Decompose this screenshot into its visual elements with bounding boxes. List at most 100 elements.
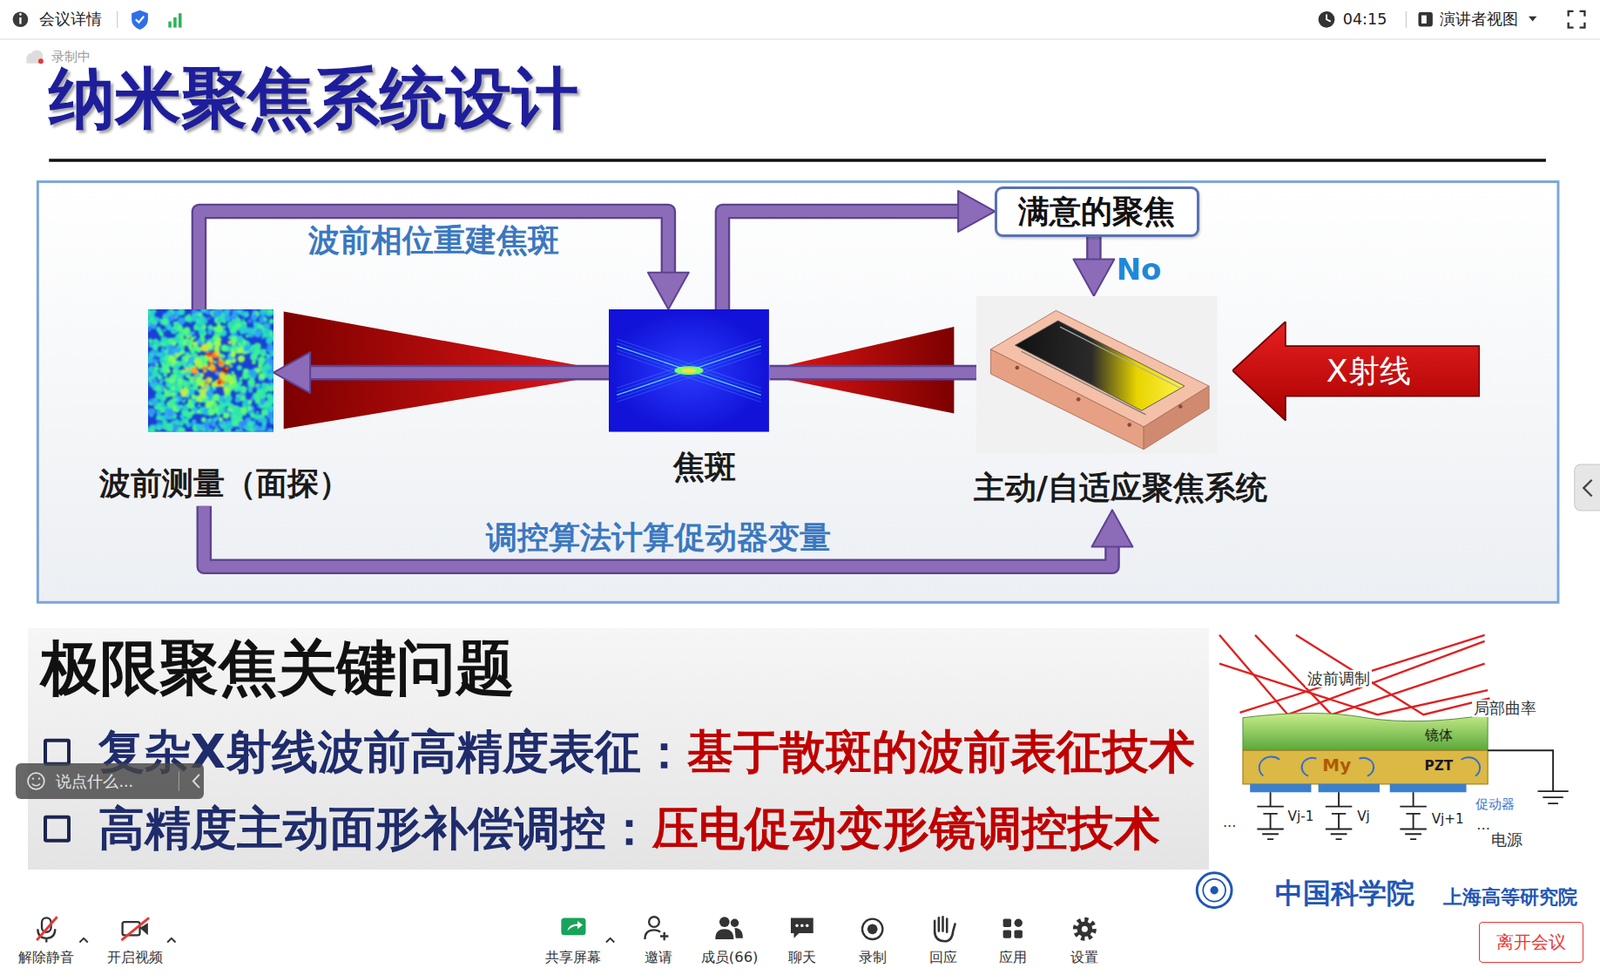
speckle-dot xyxy=(255,383,261,389)
speckle-dot xyxy=(175,400,179,405)
focus-core xyxy=(681,368,697,373)
speckle-dot xyxy=(200,336,206,342)
speckle-dot xyxy=(148,337,153,343)
speckle-dot xyxy=(257,389,261,392)
emoji-icon xyxy=(37,777,40,780)
view-icon xyxy=(1421,15,1427,24)
speckle-dot xyxy=(231,328,237,333)
separator xyxy=(116,11,118,28)
diffraction-streak xyxy=(617,349,763,399)
speckle-dot xyxy=(227,351,236,360)
speckle-dot xyxy=(188,344,193,350)
speckle-dot xyxy=(196,409,202,414)
arrow-head xyxy=(1092,509,1134,547)
shield-icon xyxy=(131,10,149,30)
speckle-dot xyxy=(254,394,261,401)
speckle-dot xyxy=(183,385,189,391)
toolbar-label: 录制 xyxy=(858,948,887,966)
mute-slash xyxy=(36,916,57,940)
part-label: 局部曲率 xyxy=(1471,699,1539,717)
signal-name: Vj+1 xyxy=(1431,811,1465,828)
arrow-head xyxy=(273,351,311,393)
logo-emblem xyxy=(1209,885,1218,894)
diagram-panel xyxy=(37,182,1559,603)
speckle-dot xyxy=(239,394,246,401)
speckle-dot xyxy=(208,378,213,383)
speckle-dot xyxy=(233,320,237,325)
speckle-dot xyxy=(230,381,237,388)
speckle-dot xyxy=(259,391,267,399)
speckle-dot xyxy=(166,369,170,373)
flow-arrow xyxy=(203,506,1133,568)
chevron-icon xyxy=(1583,479,1592,497)
xray-arrow: X射线 xyxy=(1232,321,1480,421)
speckle-dot xyxy=(236,335,244,343)
speckle-dot xyxy=(225,427,230,432)
speckle-dot xyxy=(218,417,223,422)
speckle-dot xyxy=(159,328,163,331)
speckle-dot xyxy=(198,317,203,323)
arrow-outline xyxy=(722,211,961,310)
speckle-dot xyxy=(207,364,211,368)
record-dot xyxy=(38,58,44,64)
mirror-body xyxy=(1242,712,1488,750)
speckle-dot xyxy=(256,384,261,390)
separator xyxy=(177,771,179,791)
speckle-dot xyxy=(209,427,213,431)
speckle-dot xyxy=(168,390,172,393)
speckle-dot xyxy=(152,398,159,406)
flow-arrow xyxy=(1073,236,1114,297)
speckle-dot xyxy=(271,351,274,357)
speckle-dot xyxy=(246,327,254,335)
arrow-shaft xyxy=(769,366,977,379)
logo-text: 中国科学院 xyxy=(1275,877,1415,909)
speckle-dot xyxy=(251,309,256,313)
gear-icon xyxy=(1077,920,1094,937)
logo-text: 上海高等研究院 xyxy=(1443,885,1578,909)
speckle-dot xyxy=(249,370,257,378)
clock-icon xyxy=(1326,13,1331,21)
emoji-icon xyxy=(27,772,45,790)
arrow-shaft xyxy=(198,211,669,310)
electrode xyxy=(1318,783,1380,792)
screw-hole xyxy=(1076,397,1081,402)
speckle-dot xyxy=(162,372,168,378)
speckle-dot xyxy=(259,348,265,354)
arrow-shaft xyxy=(1087,236,1100,263)
speckle-dot xyxy=(148,408,155,416)
screw-hole xyxy=(1015,364,1020,370)
speckle-dot xyxy=(238,377,243,381)
speckle-dot xyxy=(148,366,154,373)
speckle-dot xyxy=(166,324,172,331)
moment-arrow xyxy=(1259,756,1280,777)
emoji-icon xyxy=(31,777,34,780)
chat-icon xyxy=(805,923,810,927)
speckle-dot xyxy=(266,392,273,399)
arrow-shaft xyxy=(307,366,609,379)
speckle-dot xyxy=(185,370,192,377)
speckle-dot xyxy=(240,324,247,331)
speckle-dot xyxy=(180,388,188,396)
battery-symbol xyxy=(1256,791,1283,839)
speckle-dot xyxy=(200,309,207,313)
speckle-dot xyxy=(194,357,202,365)
speckle-dot xyxy=(240,406,248,414)
speckle-dot xyxy=(152,344,158,350)
speckle-dot xyxy=(161,347,166,352)
speckle-dot xyxy=(185,339,191,345)
electrode xyxy=(1249,783,1311,792)
chat-icon xyxy=(800,923,804,927)
speckle-dot xyxy=(169,420,173,424)
speckle-dot xyxy=(254,330,262,338)
speckle-dot xyxy=(161,317,169,325)
arrow-outline xyxy=(769,364,977,381)
speckle-dot xyxy=(234,321,238,325)
toolbar-label: 解除静音 xyxy=(18,948,75,966)
speckle-dot xyxy=(229,364,233,368)
speckle-dot xyxy=(236,364,243,371)
decision-box: 满意的聚焦 xyxy=(994,186,1199,237)
speckle-dot xyxy=(243,425,250,431)
speckle-dot xyxy=(245,334,250,338)
diffraction-streak xyxy=(617,338,763,388)
